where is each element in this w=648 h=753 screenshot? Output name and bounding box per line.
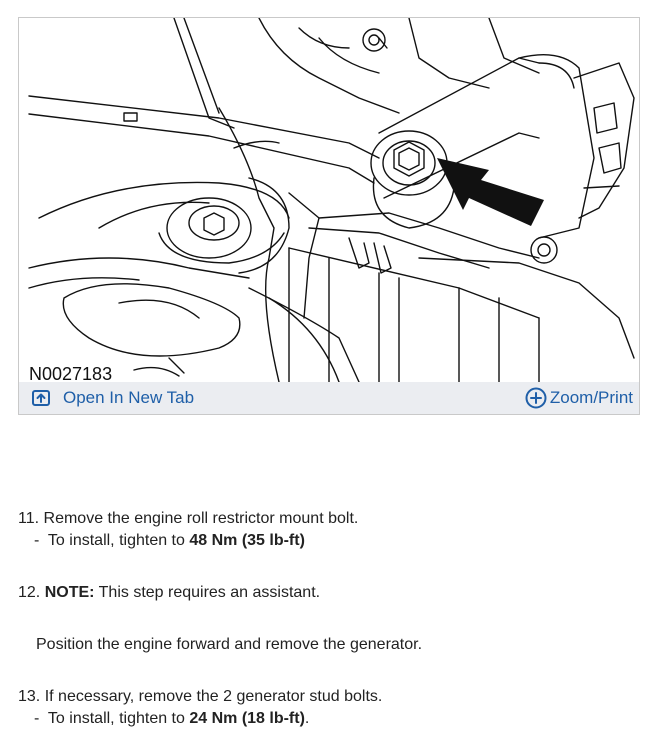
- procedure-steps: 11. Remove the engine roll restrictor mo…: [18, 508, 638, 730]
- step-text: Remove the engine roll restrictor mount …: [43, 510, 359, 527]
- step-12: 12. NOTE: This step requires an assistan…: [18, 582, 638, 604]
- torque-value: 48 Nm (35 lb-ft): [189, 532, 305, 549]
- step-13: 13. If necessary, remove the 2 generator…: [18, 686, 638, 708]
- step-11-install-note: - To install, tighten to 48 Nm (35 lb-ft…: [18, 530, 638, 552]
- callout-arrow-icon: [437, 158, 544, 226]
- open-in-new-tab-link[interactable]: Open In New Tab: [31, 387, 194, 409]
- torque-value: 24 Nm (18 lb-ft): [189, 710, 305, 727]
- illustration-figure: N0027183 Open In New Tab Zoom/Print: [18, 17, 640, 415]
- step-11: 11. Remove the engine roll restrictor mo…: [18, 508, 638, 530]
- step-number: 11.: [18, 510, 40, 527]
- zoom-print-link[interactable]: Zoom/Print: [525, 387, 633, 409]
- figure-code-label: N0027183: [29, 364, 112, 382]
- step-13-install-note: - To install, tighten to 24 Nm (18 lb-ft…: [18, 708, 638, 730]
- note-text: This step requires an assistant.: [94, 584, 321, 601]
- install-prefix: - To install, tighten to: [34, 532, 190, 549]
- engine-line-drawing: N0027183: [28, 18, 635, 382]
- step-number: 13.: [18, 688, 41, 705]
- step-number: 12.: [18, 584, 41, 601]
- zoom-plus-icon: [525, 387, 547, 409]
- step-12-body: Position the engine forward and remove t…: [36, 636, 423, 653]
- figure-toolbar: Open In New Tab Zoom/Print: [19, 382, 639, 414]
- install-suffix: .: [304, 710, 310, 727]
- note-label: NOTE:: [44, 584, 95, 601]
- install-prefix: - To install, tighten to: [34, 710, 190, 727]
- open-in-new-tab-label: Open In New Tab: [63, 388, 195, 407]
- step-text: If necessary, remove the 2 generator stu…: [44, 688, 383, 705]
- engine-diagram: N0027183: [19, 18, 639, 382]
- zoom-print-label: Zoom/Print: [549, 388, 633, 407]
- open-in-new-tab-icon: [32, 390, 50, 406]
